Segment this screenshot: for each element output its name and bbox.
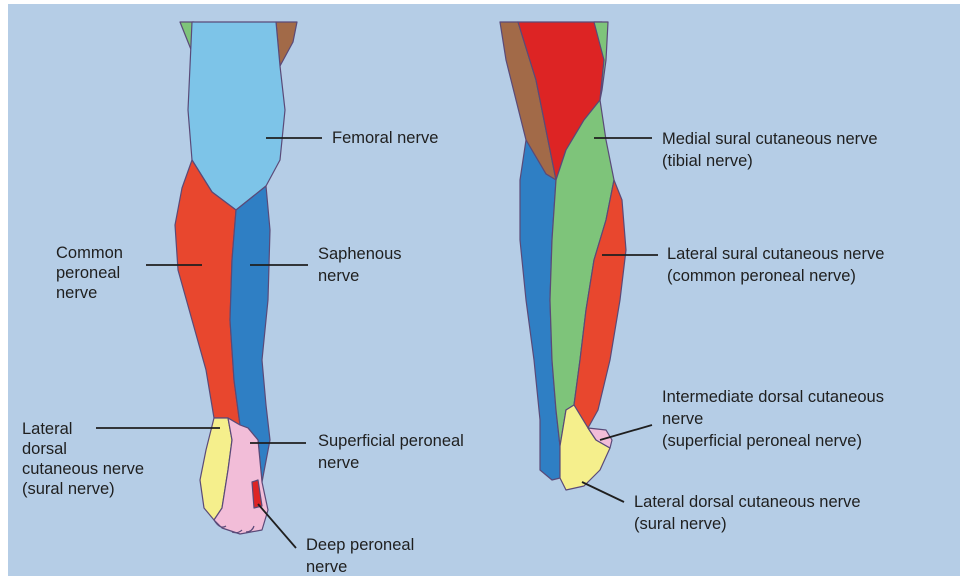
leader-lateral-dorsal-right <box>582 482 624 502</box>
label-femoral-nerve: Femoral nerve <box>332 128 438 148</box>
label-saphenous-nerve: Saphenous nerve <box>318 243 402 287</box>
label-common-peroneal-nerve: Common peroneal nerve <box>56 243 123 303</box>
label-lateral-sural-cutaneous-nerve: Lateral sural cutaneous nerve (common pe… <box>667 243 884 287</box>
label-deep-peroneal-nerve: Deep peroneal nerve <box>306 534 414 578</box>
anterior-leg <box>175 22 297 534</box>
label-intermediate-dorsal-cutaneous-nerve: Intermediate dorsal cutaneous nerve (sup… <box>662 386 884 452</box>
label-medial-sural-cutaneous-nerve: Medial sural cutaneous nerve (tibial ner… <box>662 128 878 172</box>
label-lateral-dorsal-cutaneous-left: Lateral dorsal cutaneous nerve (sural ne… <box>22 419 144 499</box>
posterior-leg <box>500 22 626 490</box>
label-lateral-dorsal-cutaneous-right: Lateral dorsal cutaneous nerve (sural ne… <box>634 491 861 535</box>
label-superficial-peroneal-nerve: Superficial peroneal nerve <box>318 430 464 474</box>
